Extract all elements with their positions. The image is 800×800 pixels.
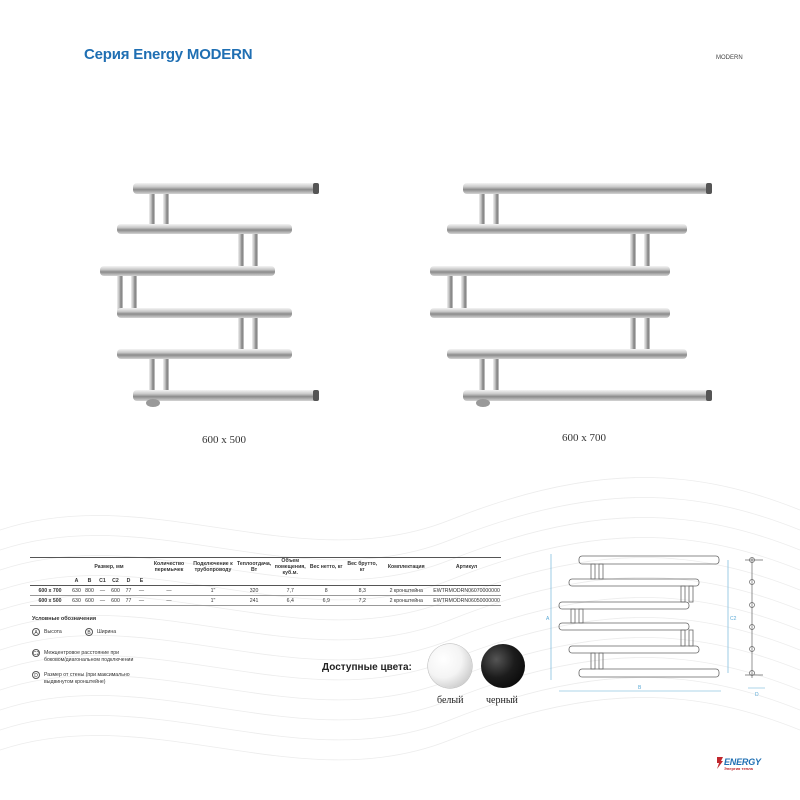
page-title: Серия Energy MODERN <box>84 46 253 63</box>
model-cell: 600 x 500 <box>30 595 70 606</box>
cell-a: 630 <box>70 585 83 596</box>
col-header: Комплектация <box>380 557 433 576</box>
cell-connection: 1" <box>190 585 236 596</box>
cell-gross: 8,3 <box>344 585 381 596</box>
dim-header: D <box>122 576 135 586</box>
cell-e: — <box>135 595 148 606</box>
colors-title: Доступные цвета: <box>322 662 412 673</box>
legend-text-d: Размер от стены (при максимально выдвину… <box>44 672 130 685</box>
cell-d: 77 <box>122 585 135 596</box>
table-row: 600 x 700 630 800 — 600 77 — — 1" 320 7,… <box>30 585 501 596</box>
spec-table: Размер, мм Количество перемычек Подключе… <box>30 557 501 606</box>
towel-rail-600x700-image <box>430 183 712 407</box>
dim-header: E <box>135 576 148 586</box>
cell-c2: 600 <box>109 595 122 606</box>
cell-b: 800 <box>83 585 96 596</box>
cell-c1: — <box>96 595 109 606</box>
col-header: Подключение к трубопроводу <box>190 557 236 576</box>
dim-label-b: B <box>638 685 642 691</box>
dim-header: C1 <box>96 576 109 586</box>
model-cell: 600 x 700 <box>30 585 70 596</box>
col-header: Артикул <box>432 557 501 576</box>
cell-net: 6,9 <box>308 595 345 606</box>
cell-jumpers: — <box>148 585 190 596</box>
swatch-white <box>428 644 472 688</box>
cell-volume: 7,7 <box>272 585 309 596</box>
energy-logo-icon <box>717 757 723 769</box>
legend-code-d: D <box>32 671 40 679</box>
col-header: Теплоотдача, Вт <box>236 557 273 576</box>
dim-header: B <box>83 576 96 586</box>
cell-b: 600 <box>83 595 96 606</box>
series-tag: MODERN <box>716 55 743 61</box>
swatch-black <box>481 644 525 688</box>
cell-net: 8 <box>308 585 345 596</box>
dim-header: C2 <box>109 576 122 586</box>
legend-code-c2: C2 <box>32 649 40 657</box>
cell-heat: 320 <box>236 585 273 596</box>
logo-sub: Энергия тепла <box>724 766 753 771</box>
cell-article: EWTRMODRN06070000000 <box>432 585 501 596</box>
cell-article: EWTRMODRN06050000000 <box>432 595 501 606</box>
cell-gross: 7,2 <box>344 595 381 606</box>
cell-jumpers: — <box>148 595 190 606</box>
cell-d: 77 <box>122 595 135 606</box>
cell-connection: 1" <box>190 595 236 606</box>
dim-label-a: A <box>546 616 550 622</box>
legend-text-a: Высота <box>44 629 62 635</box>
legend-text-b: Ширина <box>97 629 117 635</box>
col-header: Вес нетто, кг <box>308 557 345 576</box>
swatch-label-white: белый <box>437 695 464 706</box>
legend-code-a: A <box>32 628 40 636</box>
dim-header: A <box>70 576 83 586</box>
dimension-drawing: A C2 B D <box>546 554 765 698</box>
cell-volume: 6,4 <box>272 595 309 606</box>
size-group-header: Размер, мм <box>70 557 148 576</box>
swatch-label-black: черный <box>486 695 518 706</box>
cell-heat: 241 <box>236 595 273 606</box>
dim-label-d: D <box>755 692 759 698</box>
logo-name: ENERGY <box>724 757 761 767</box>
dim-label-c2: C2 <box>730 616 737 622</box>
size-label-600x500: 600 x 500 <box>202 434 246 446</box>
size-label-600x700: 600 x 700 <box>562 432 606 444</box>
col-header: Вес брутто, кг <box>344 557 381 576</box>
model-header <box>30 557 70 576</box>
col-header: Объем помещения, куб.м. <box>272 557 309 576</box>
legend-title: Условные обозначения <box>32 616 97 622</box>
cell-c1: — <box>96 585 109 596</box>
cell-e: — <box>135 585 148 596</box>
cell-a: 630 <box>70 595 83 606</box>
legend-code-b: B <box>85 628 93 636</box>
cell-c2: 600 <box>109 585 122 596</box>
legend-text-c2: Межцентровое расстояние при боковом/диаг… <box>44 650 134 663</box>
col-header: Количество перемычек <box>148 557 190 576</box>
cell-kit: 2 кронштейна <box>380 595 433 606</box>
table-row: 600 x 500 630 600 — 600 77 — — 1" 241 6,… <box>30 595 501 606</box>
cell-kit: 2 кронштейна <box>380 585 433 596</box>
towel-rail-600x500-image <box>100 183 319 407</box>
